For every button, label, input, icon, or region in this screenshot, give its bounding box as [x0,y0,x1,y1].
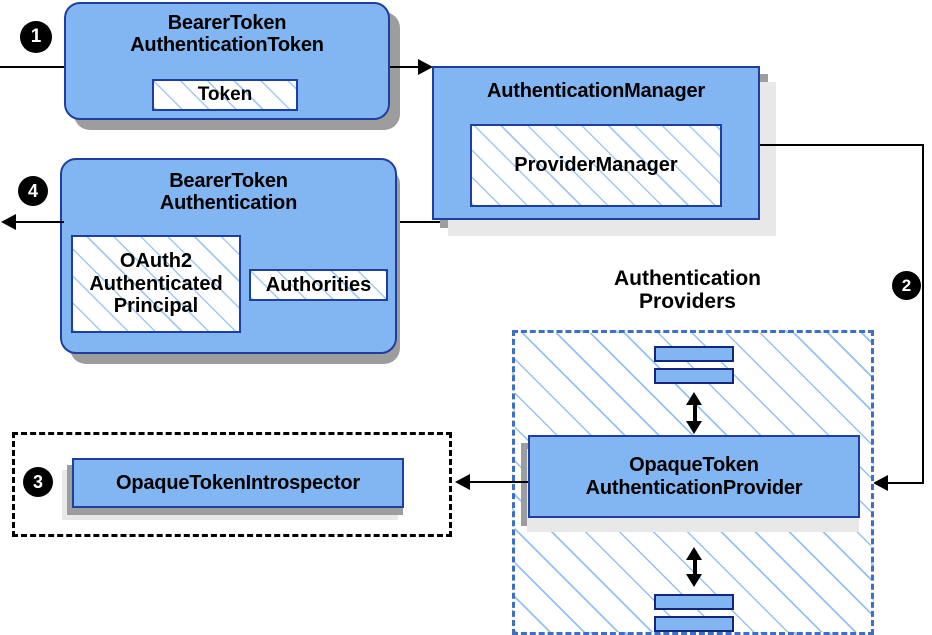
inner-authorities-label: Authorities [265,273,372,296]
step-marker-3: 3 [24,468,52,496]
connector-provider-to-introspector [470,481,528,483]
inner-authorities[interactable]: Authorities [249,269,388,301]
step-marker-1: 1 [21,22,51,52]
step-marker-2: 2 [893,272,920,299]
opaque-token-authentication-provider-title-line2: AuthenticationProvider [585,476,803,499]
node-opaque-token-authentication-provider[interactable]: OpaqueToken AuthenticationProvider [528,435,860,518]
bearer-token-authentication-title-line1: BearerToken [169,170,288,192]
arrowhead-token-to-manager [418,59,433,75]
connector-authentication-out [16,221,64,223]
step-marker-4: 4 [19,177,47,205]
bearer-token-authentication-token-title-line2: AuthenticationToken [130,34,324,57]
connector-into-provider [888,482,924,484]
connector-manager-to-authentication [397,221,440,223]
arrowhead-into-provider [873,475,888,491]
bearer-token-authentication-title-line2: Authentication [159,192,298,215]
component-bar-top-1 [654,346,734,362]
inner-oauth2-authenticated-principal[interactable]: OAuth2 Authenticated Principal [71,235,241,333]
connector-request-in [0,66,66,68]
arrowhead-authentication-out [1,214,16,230]
principal-line2: Authenticated [89,272,223,295]
connector-manager-right [760,144,924,146]
authentication-providers-heading-line1: Authentication [614,267,761,290]
node-bearer-token-authentication-token[interactable]: BearerToken AuthenticationToken [64,2,390,120]
inner-token-label: Token [197,84,253,106]
bearer-token-authentication-token-title-line1: BearerToken [167,12,287,34]
node-opaque-token-introspector[interactable]: OpaqueTokenIntrospector [72,458,404,508]
principal-line3: Principal [113,295,199,318]
arrowhead-up-bottom [686,547,702,560]
region-opaque-token-introspector [12,432,452,537]
opaque-token-introspector-title: OpaqueTokenIntrospector [116,471,360,494]
connector-provider-to-stack-bottom [693,555,697,577]
arrowhead-down-bottom [686,574,702,587]
arrowhead-down-top [686,421,702,434]
inner-provider-manager-label: ProviderManager [514,154,678,177]
inner-token[interactable]: Token [152,79,298,111]
authentication-manager-title: AuthenticationManager [486,80,706,102]
arrowhead-provider-to-introspector [455,474,470,490]
component-bar-bottom-1 [654,594,734,610]
principal-line1: OAuth2 [119,250,193,273]
component-bar-top-2 [654,368,734,384]
component-bar-bottom-2 [654,616,734,632]
opaque-token-authentication-provider-title-line1: OpaqueToken [629,454,759,477]
connector-token-to-manager [390,66,420,68]
arrowhead-up-top [686,392,702,405]
inner-provider-manager[interactable]: ProviderManager [470,124,722,207]
authentication-providers-heading: Authentication Providers [575,267,800,313]
connector-stack-top-to-provider [693,400,697,424]
connector-right-down [922,144,924,484]
authentication-providers-heading-line2: Providers [639,290,736,314]
